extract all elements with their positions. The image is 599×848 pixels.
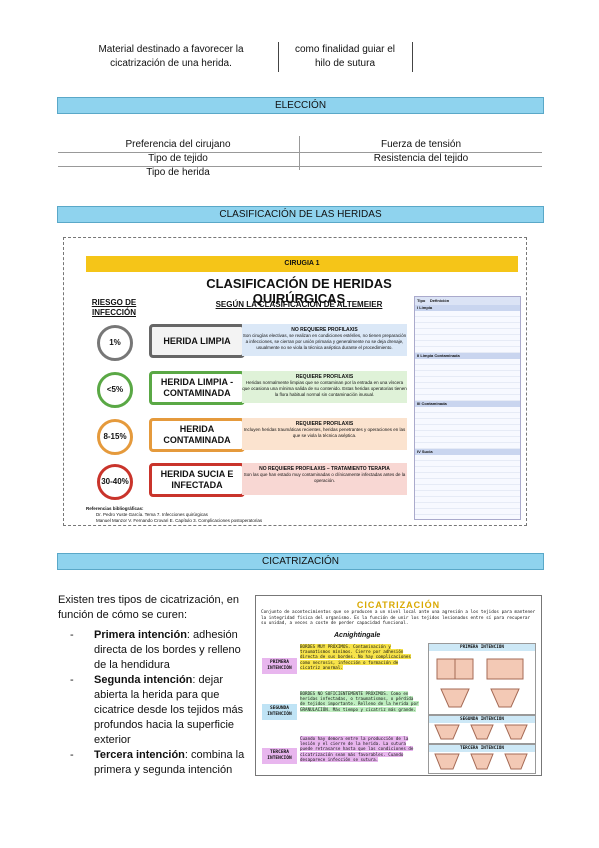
wound-desc-3: REQUIERE PROFILAXIS Incluyen heridas tra… xyxy=(242,418,407,450)
label-segunda: SEGUNDA INTENCIÓN xyxy=(262,704,297,720)
block-segunda: BORDES NO SUFICIENTEMENTE PRÓXIMOS. Como… xyxy=(300,691,420,712)
side-table-filler-2 xyxy=(415,359,520,401)
cicatrizacion-image-intro: Conjunto de acontecimientos que se produ… xyxy=(261,610,536,626)
cicatrizacion-image-title: CICATRIZACIÓN xyxy=(356,600,441,610)
side-table-band-1: I Limpia xyxy=(415,305,520,311)
wound-desc-4: NO REQUIERE PROFILAXIS – TRATAMIENTO TER… xyxy=(242,463,407,495)
references-title: Referencias bibliográficas: xyxy=(86,506,144,511)
risk-circle-2: <5% xyxy=(97,372,133,408)
eleccion-hline-2 xyxy=(58,166,542,167)
wound-type-3: HERIDA CONTAMINADA xyxy=(149,418,245,452)
item-2-rest: : dejar abierta la herida para que cicat… xyxy=(94,674,244,746)
side-table-band-4: IV Sucia xyxy=(415,449,520,455)
definition-side-table: Tipo Definición I Limpia II Limpia Conta… xyxy=(414,296,521,520)
wound-desc-2-head: REQUIERE PROFILAXIS xyxy=(295,374,354,380)
item-1-bold: Primera intención xyxy=(94,629,187,641)
wound-desc-4-head: NO REQUIERE PROFILAXIS – TRATAMIENTO TER… xyxy=(259,466,390,472)
wound-type-2: HERIDA LIMPIA - CONTAMINADA xyxy=(149,371,245,405)
wound-diagram-segunda xyxy=(434,724,528,740)
risk-circle-1: 1% xyxy=(97,325,133,361)
block-primera: BORDES MUY PRÓXIMOS. Contaminación y tra… xyxy=(300,644,420,670)
top-divider-1 xyxy=(278,42,279,72)
dash-bullet: - xyxy=(70,674,74,686)
reference-1: Dr. Pedro Yuste García. Tema 7. Infeccio… xyxy=(96,512,208,517)
wound-type-1: HERIDA LIMPIA xyxy=(149,324,245,358)
wound-desc-4-text: Son las que han estado muy contaminadas … xyxy=(243,472,406,483)
tercera-picture: TERCERA INTENCIÓN xyxy=(428,744,536,774)
side-table-filler-3 xyxy=(415,407,520,449)
eleccion-vline xyxy=(299,136,300,170)
primera-picture-header: PRIMERA INTENCIÓN xyxy=(429,644,535,651)
top-right-text: como finalidad guiar el hilo de sutura xyxy=(294,44,396,69)
author-signature: Acnightingale xyxy=(334,632,381,639)
label-tercera: TERCERA INTENCIÓN xyxy=(262,748,297,764)
item-1-rest: : adhesión directa de los bordes y relle… xyxy=(94,629,241,671)
segunda-picture: SEGUNDA INTENCIÓN xyxy=(428,715,536,744)
cicatrizacion-image: CICATRIZACIÓN Conjunto de acontecimiento… xyxy=(255,595,542,776)
references: Referencias bibliográficas: Dr. Pedro Yu… xyxy=(86,506,336,524)
eleccion-hline-1 xyxy=(58,152,542,153)
riesgo-label: RIESGO DE INFECCIÓN xyxy=(91,298,137,317)
list-item: - Tercera intención: combina la primera … xyxy=(58,748,248,778)
primera-picture: PRIMERA INTENCIÓN xyxy=(428,643,536,715)
tercera-picture-header: TERCERA INTENCIÓN xyxy=(429,745,535,752)
cicatrizacion-intro: Existen tres tipos de cicatrización, en … xyxy=(58,594,239,621)
side-table-header: Tipo Definición xyxy=(415,297,520,305)
side-table-h-tipo: Tipo xyxy=(417,298,426,303)
side-table-h-def: Definición xyxy=(429,298,450,303)
segunda-picture-header: SEGUNDA INTENCIÓN xyxy=(429,716,535,723)
reference-2: Manuel Manzor V. Fernando Crovari E. Cap… xyxy=(96,518,263,523)
section-clasificacion: CLASIFICACIÓN DE LAS HERIDAS xyxy=(57,206,544,223)
item-2-bold: Segunda intención xyxy=(94,674,193,686)
eleccion-right-1: Fuerza de tensión xyxy=(380,139,462,150)
eleccion-right-2: Resistencia del tejido xyxy=(373,153,469,164)
wound-diagram-tercera xyxy=(434,753,528,770)
side-table-filler-4 xyxy=(415,455,520,515)
top-divider-2 xyxy=(412,42,413,72)
wound-diagram-primera xyxy=(436,658,524,708)
wound-type-4: HERIDA SUCIA E INFECTADA xyxy=(149,463,245,497)
section-eleccion: ELECCIÓN xyxy=(57,97,544,114)
wound-desc-1: NO REQUIERE PROFILAXIS Son cirugías elec… xyxy=(242,324,407,356)
block-primera-text: BORDES MUY PRÓXIMOS. Contaminación y tra… xyxy=(300,644,411,670)
item-3-bold: Tercera intención xyxy=(94,749,185,761)
block-tercera: Cuando hay demora entre la producción de… xyxy=(300,736,420,762)
healing-types-list: - Primera intención: adhesión directa de… xyxy=(58,628,248,778)
section-cicatrizacion: CICATRIZACIÓN xyxy=(57,553,544,570)
side-table-filler-1 xyxy=(415,311,520,353)
risk-circle-3: 8-15% xyxy=(97,419,133,455)
side-table-band-2: II Limpia Contaminada xyxy=(415,353,520,359)
risk-circle-4: 30-40% xyxy=(97,464,133,500)
wound-desc-3-text: Incluyen heridas traumáticas recientes, … xyxy=(243,427,406,438)
wound-desc-3-head: REQUIERE PROFILAXIS xyxy=(295,421,354,427)
list-item: - Segunda intención: dejar abierta la he… xyxy=(58,673,248,748)
eleccion-left-2: Tipo de tejido xyxy=(148,153,208,164)
classification-image: CIRUGIA 1 CLASIFICACIÓN DE HERIDAS QUIRÚ… xyxy=(63,237,527,526)
side-table-band-3: III Contaminada xyxy=(415,401,520,407)
block-tercera-text: Cuando hay demora entre la producción de… xyxy=(300,736,414,762)
eleccion-left-3: Tipo de herida xyxy=(146,167,210,178)
dash-bullet: - xyxy=(70,629,74,641)
block-segunda-text: BORDES NO SUFICIENTEMENTE PRÓXIMOS. Como… xyxy=(300,691,419,712)
list-item: - Primera intención: adhesión directa de… xyxy=(58,628,248,673)
dash-bullet: - xyxy=(70,749,74,761)
wound-desc-1-text: Son cirugías electivas, se realizan en c… xyxy=(242,333,407,350)
cirugia-banner: CIRUGIA 1 xyxy=(86,256,518,272)
cicatrizacion-text: Existen tres tipos de cicatrización, en … xyxy=(58,593,248,778)
eleccion-left-1: Preferencia del cirujano xyxy=(125,139,231,150)
wound-desc-2: REQUIERE PROFILAXIS Heridas normalmente … xyxy=(242,371,407,403)
classification-subtitle: SEGÚN LA CLASIFICACIÓN DE ALTEMEIER xyxy=(215,300,383,309)
item-3-rest: : combina la primera y segunda intención xyxy=(94,749,245,776)
top-left-text: Material destinado a favorecer la cicatr… xyxy=(98,44,244,69)
classification-title: CLASIFICACIÓN DE HERIDAS QUIRÚRGICAS xyxy=(206,276,392,306)
wound-desc-2-text: Heridas normalmente limpias que se conta… xyxy=(242,380,407,397)
label-primera: PRIMERA INTENCIÓN xyxy=(262,658,297,674)
wound-desc-1-head: NO REQUIERE PROFILAXIS xyxy=(291,327,358,333)
